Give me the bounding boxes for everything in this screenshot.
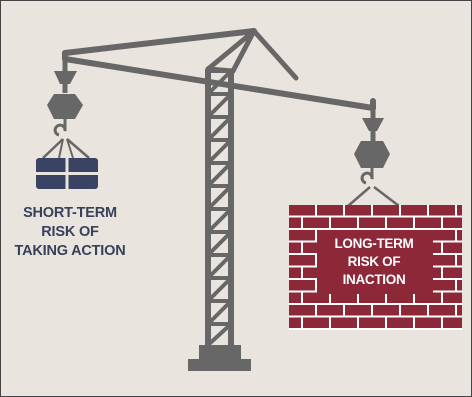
long-term-label-line-1: LONG-TERM: [334, 236, 414, 251]
hook-icon-right: [347, 105, 400, 207]
short-term-risk-label: SHORT-TERM RISK OF TAKING ACTION: [5, 204, 135, 261]
short-term-label-line-3: TAKING ACTION: [14, 243, 126, 259]
crane-tower: [205, 69, 234, 347]
long-term-label-line-3: INACTION: [342, 272, 406, 287]
crane-base: [188, 345, 251, 371]
short-term-label-line-1: SHORT-TERM: [23, 205, 117, 221]
long-term-label-line-2: RISK OF: [347, 254, 401, 269]
brick-wall-icon: [289, 205, 462, 330]
hook-icon-left: [42, 57, 90, 159]
long-term-risk-label: LONG-TERM RISK OF INACTION: [319, 235, 429, 289]
block-load-icon: [36, 158, 98, 189]
short-term-label-line-2: RISK OF: [41, 224, 99, 240]
